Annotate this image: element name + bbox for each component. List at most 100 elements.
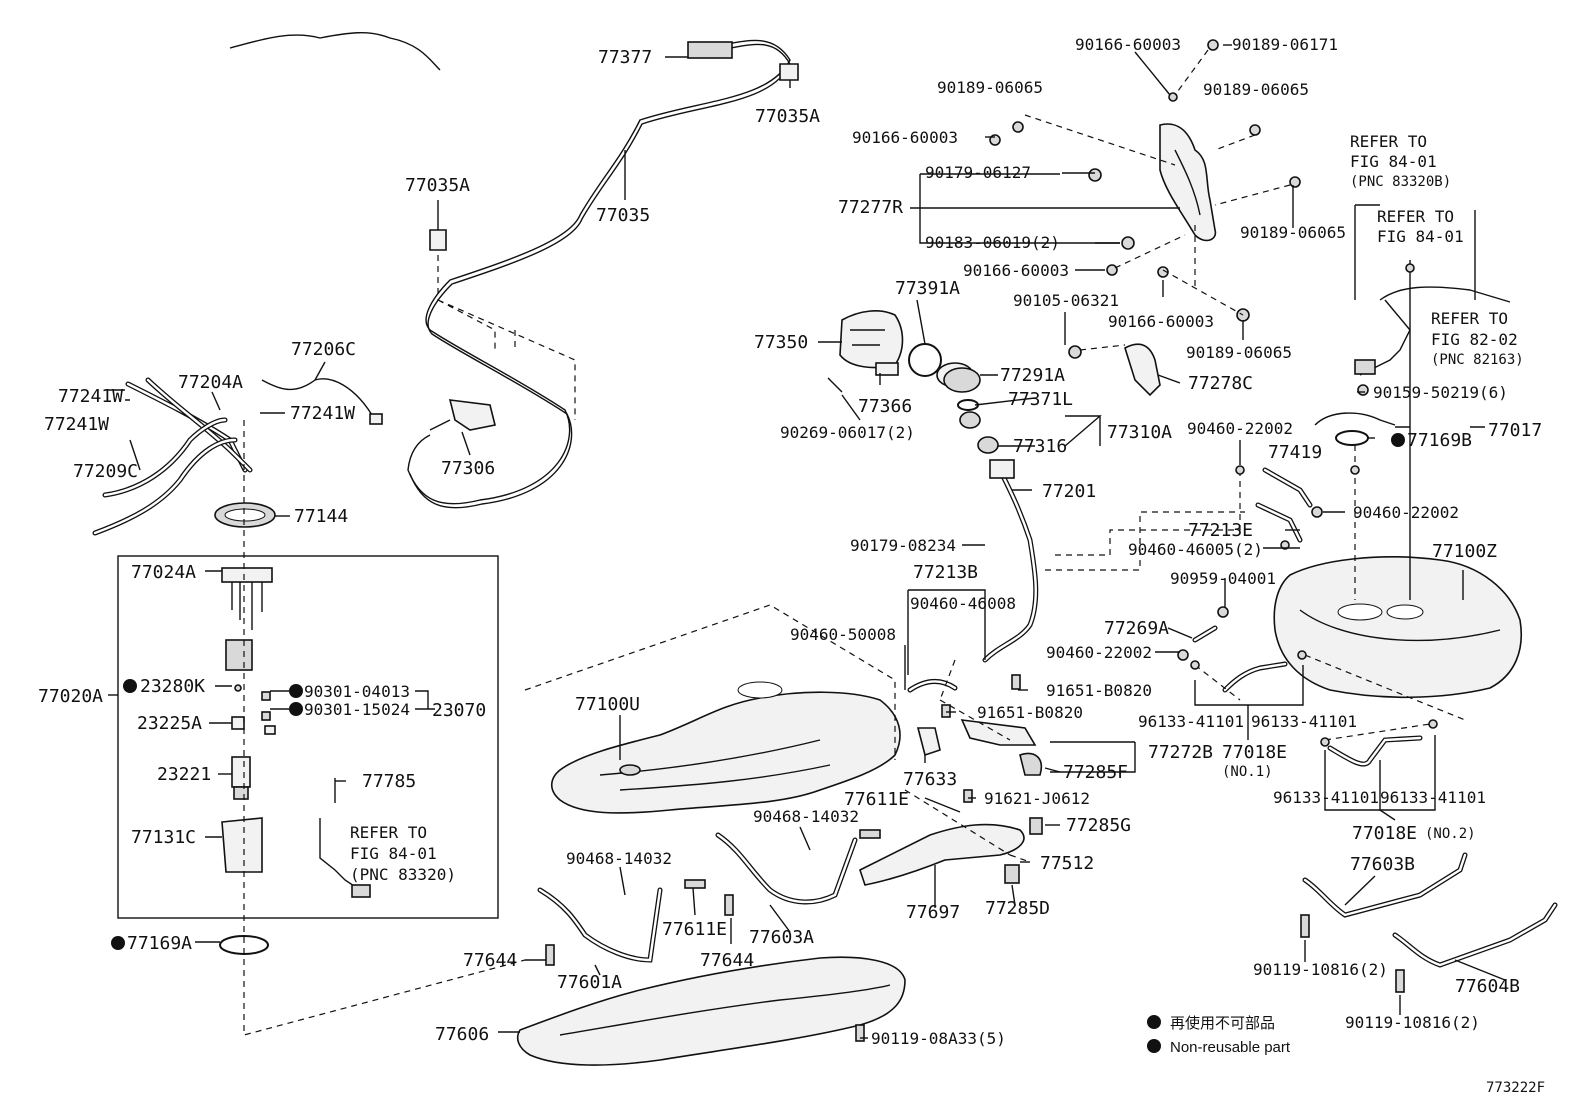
label-90460-50008: 90460-50008 — [790, 625, 896, 644]
label-90183-06019: 90183-06019(2) — [925, 233, 1060, 252]
label-77285F: 77285F — [1063, 762, 1128, 783]
label-91651-B0820-b: 91651-B0820 — [977, 703, 1083, 722]
part-labels: 77377 77035A 77035A 77035 77306 77206C 7… — [38, 35, 1542, 1048]
label-77269A: 77269A — [1104, 618, 1169, 639]
screw-90269 — [827, 377, 843, 393]
label-77604B: 77604B — [1455, 976, 1520, 997]
label-77209C: 77209C — [73, 461, 138, 482]
label-90119-10816-b: 90119-10816(2) — [1345, 1013, 1480, 1032]
label-90959-04001: 90959-04001 — [1170, 569, 1276, 588]
clamp-77285F — [1019, 752, 1042, 776]
label-77371L: 77371L — [1008, 389, 1073, 410]
bracket-77306 — [429, 399, 496, 431]
label-77285D: 77285D — [985, 898, 1050, 919]
label-77611E-b: 77611E — [662, 919, 727, 940]
legend-text-en: Non-reusable part — [1170, 1039, 1291, 1056]
label-90189-06065-b: 90189-06065 — [1203, 80, 1309, 99]
label-77285G: 77285G — [1066, 815, 1131, 836]
label-refer-pnc83320b-3: (PNC 83320B) — [1350, 174, 1451, 190]
label-90460-22002-b: 90460-22002 — [1353, 503, 1459, 522]
label-refer-pnc83320-1: REFER TO — [350, 823, 427, 842]
label-77277R: 77277R — [838, 197, 903, 218]
sender-refer — [1359, 286, 1511, 376]
label-96133-41101-a: 96133-41101 — [1138, 712, 1244, 731]
label-77603B: 77603B — [1350, 854, 1415, 875]
part-23225A — [231, 716, 245, 730]
label-77035A-top: 77035A — [755, 106, 820, 127]
label-90301-04013: 90301-04013 — [304, 682, 410, 701]
clamp-77285D — [1004, 864, 1020, 884]
label-77377: 77377 — [598, 47, 652, 68]
band-77601A — [537, 887, 663, 963]
label-77366: 77366 — [858, 396, 912, 417]
label-77603A: 77603A — [749, 927, 814, 948]
label-23280K: 23280K — [140, 676, 205, 697]
fuel-sender-gauge — [221, 567, 273, 671]
label-90119-08A33: 90119-08A33(5) — [871, 1029, 1006, 1048]
label-90179-06127: 90179-06127 — [925, 163, 1031, 182]
label-refer-pnc82163-3: (PNC 82163) — [1431, 352, 1524, 368]
filter-77131C — [221, 817, 263, 873]
label-refer-pnc83320b-1: REFER TO — [1350, 132, 1427, 151]
label-77213E: 77213E — [1188, 520, 1253, 541]
label-77213B: 77213B — [913, 562, 978, 583]
label-90460-46008: 90460-46008 — [910, 594, 1016, 613]
label-77169A: 77169A — [127, 933, 192, 954]
bolts-top — [989, 39, 1301, 359]
label-77035A-left: 77035A — [405, 175, 470, 196]
label-90189-06065-c: 90189-06065 — [1240, 223, 1346, 242]
evap-line-77018E-1 — [1222, 661, 1288, 693]
label-77601A: 77601A — [557, 972, 622, 993]
filler-pipe-77201 — [982, 459, 1039, 663]
label-90460-22002-c: 90460-22002 — [1046, 643, 1152, 662]
label-90301-15024: 90301-15024 — [304, 700, 410, 719]
label-90468-14032-b: 90468-14032 — [566, 849, 672, 868]
label-77204A: 77204A — [178, 372, 243, 393]
bracket-77633 — [916, 727, 941, 757]
legend-dot-en — [1147, 1039, 1161, 1053]
label-77206C: 77206C — [291, 339, 356, 360]
label-77018E-1: 77018E — [1222, 742, 1287, 763]
legend-text-jp: 再使用不可部品 — [1170, 1015, 1275, 1032]
label-77785: 77785 — [362, 771, 416, 792]
legend: 再使用不可部品 Non-reusable part — [1147, 1015, 1291, 1056]
cap-77310A — [959, 411, 981, 429]
label-refer-pnc83320-3: (PNC 83320) — [350, 865, 456, 884]
fuel-tank-77100Z — [1273, 556, 1522, 699]
bracket-77697 — [859, 823, 1025, 886]
label-77606: 77606 — [435, 1024, 489, 1045]
label-23221: 23221 — [157, 764, 211, 785]
label-77018E-2-note: (NO.2) — [1425, 826, 1476, 842]
label-77272B: 77272B — [1148, 742, 1213, 763]
label-90166-60003-b: 90166-60003 — [852, 128, 958, 147]
label-90105-06321: 90105-06321 — [1013, 291, 1119, 310]
label-77644-b: 77644 — [700, 950, 754, 971]
band-77604B — [1392, 902, 1558, 968]
clip-77035A-left — [429, 229, 447, 251]
label-91621-J0612: 91621-J0612 — [984, 789, 1090, 808]
label-96133-41101-d: 96133-41101 — [1380, 788, 1486, 807]
protector-77606 — [516, 956, 906, 1066]
label-77024A: 77024A — [131, 562, 196, 583]
label-90179-08234: 90179-08234 — [850, 536, 956, 555]
fuel-pump-subassembly-box — [117, 555, 499, 919]
label-77018E-2: 77018E — [1352, 823, 1417, 844]
label-90460-22002-a: 90460-22002 — [1187, 419, 1293, 438]
label-77131C: 77131C — [131, 827, 196, 848]
label-77169B: 77169B — [1407, 430, 1472, 451]
label-77035: 77035 — [596, 205, 650, 226]
label-77018E-1-note: (NO.1) — [1222, 764, 1273, 780]
gasket-77391A — [908, 343, 942, 377]
band-77603A — [715, 832, 858, 905]
label-77144: 77144 — [294, 506, 348, 527]
fuel-tank-77100U — [550, 681, 901, 814]
label-23225A: 23225A — [137, 713, 202, 734]
label-90119-10816-a: 90119-10816(2) — [1253, 960, 1388, 979]
label-77241W-2: 77241W — [44, 414, 109, 435]
fuel-line-group — [92, 377, 383, 536]
label-90166-60003-d: 90166-60003 — [1108, 312, 1214, 331]
label-90189-06065-d: 90189-06065 — [1186, 343, 1292, 362]
label-77512: 77512 — [1040, 853, 1094, 874]
label-77419: 77419 — [1268, 442, 1322, 463]
hose-77213E — [1255, 502, 1303, 543]
